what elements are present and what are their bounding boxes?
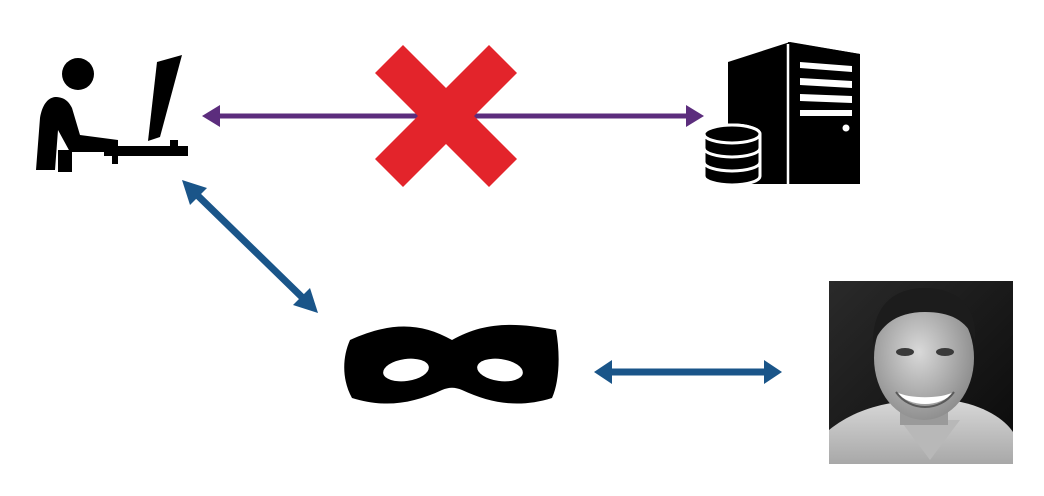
person-photo [829, 281, 1013, 464]
bandit-mask-icon [344, 324, 559, 404]
user-at-computer-icon [36, 55, 188, 172]
arrow-attacker-person [594, 360, 782, 384]
server-database-icon [702, 42, 860, 187]
red-x-icon [375, 45, 517, 187]
arrow-user-attacker [182, 180, 318, 313]
